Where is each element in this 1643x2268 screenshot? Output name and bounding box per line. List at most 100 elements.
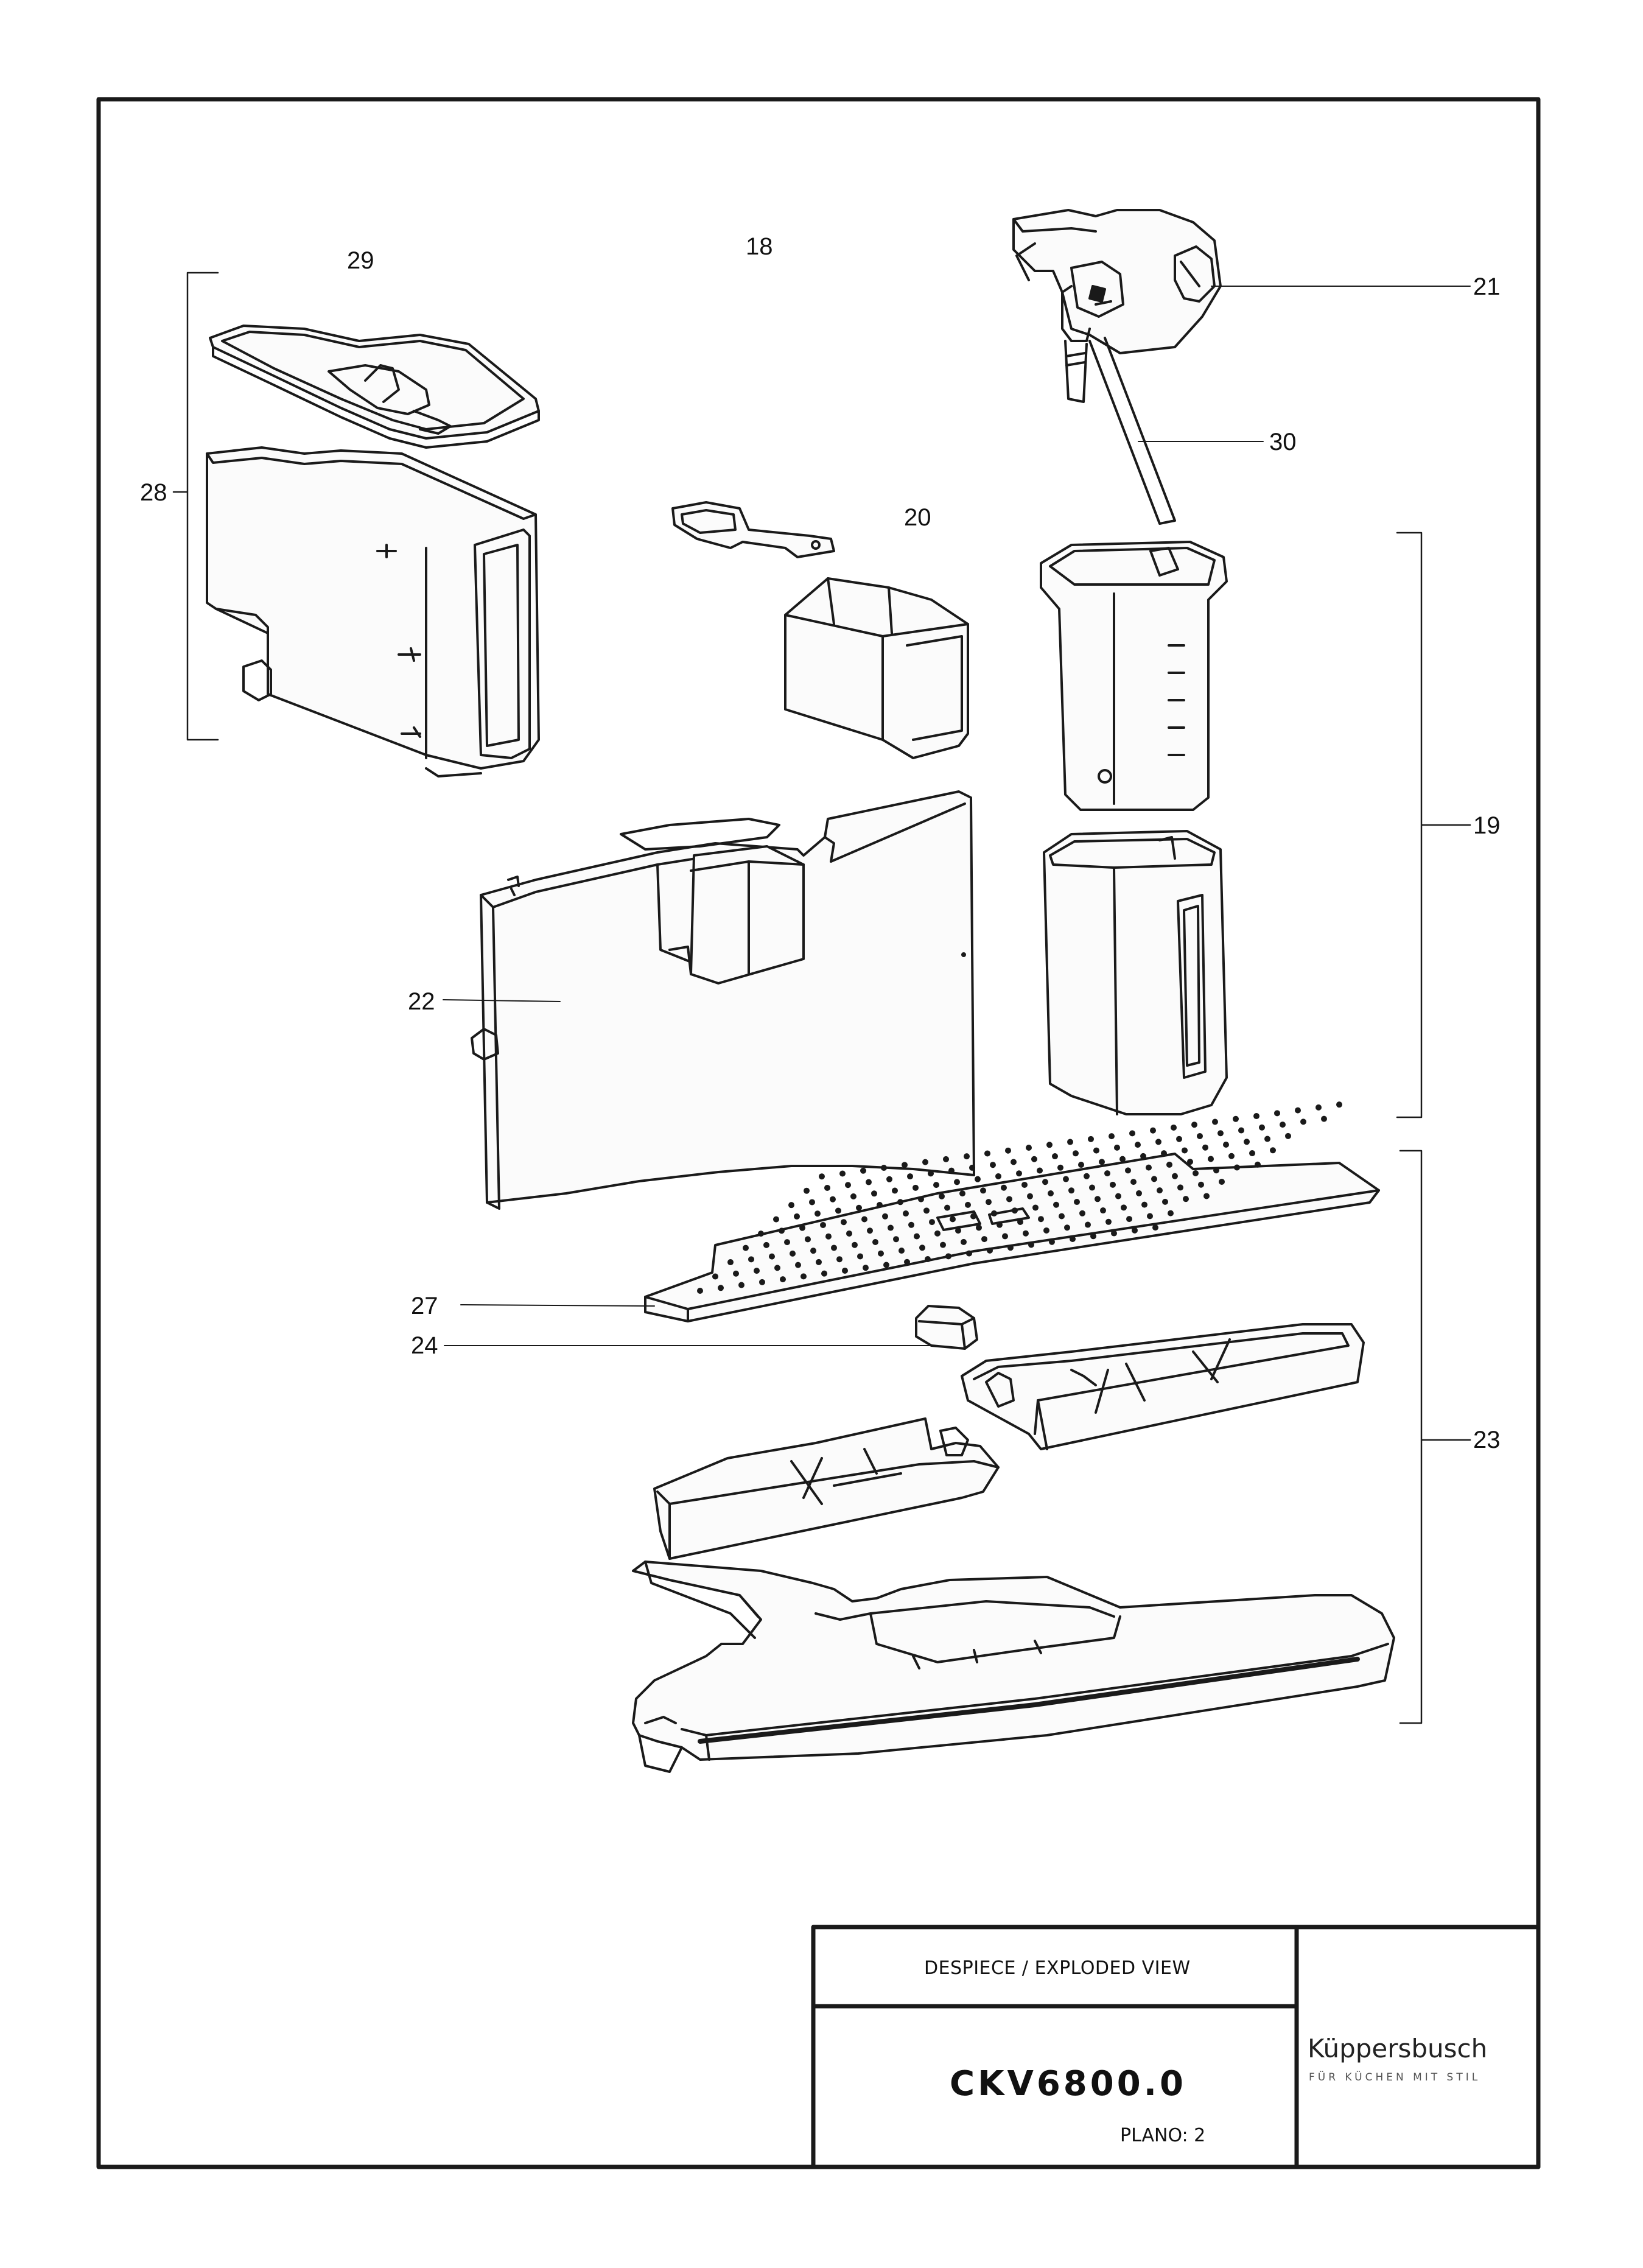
grid-hole (1234, 1164, 1240, 1171)
grid-hole (923, 1207, 930, 1214)
grid-hole (1336, 1101, 1342, 1108)
grid-hole (1219, 1178, 1225, 1185)
grid-hole (1208, 1156, 1214, 1162)
grid-hole (970, 1213, 976, 1220)
grid-hole (1027, 1193, 1033, 1199)
grid-hole (1270, 1147, 1276, 1154)
grid-hole (1046, 1142, 1053, 1148)
grid-hole (1203, 1193, 1210, 1199)
grid-hole (769, 1253, 775, 1260)
grid-hole (867, 1227, 873, 1234)
grid-hole (986, 1199, 992, 1206)
grid-hole (950, 1216, 956, 1223)
grid-hole (1088, 1136, 1094, 1142)
bracket-19 (1396, 532, 1471, 1118)
grid-hole (929, 1219, 935, 1226)
bracket-28 (172, 272, 219, 741)
grid-hole (1295, 1107, 1301, 1114)
grid-hole (1090, 1233, 1096, 1240)
grid-hole (1074, 1199, 1080, 1206)
grid-hole (804, 1187, 810, 1194)
bracket-23 (1399, 1150, 1471, 1724)
grid-hole (1259, 1124, 1265, 1131)
grid-hole (1079, 1210, 1085, 1217)
callout-18: 18 (746, 233, 773, 260)
grid-hole (820, 1221, 826, 1228)
grid-hole (830, 1196, 836, 1202)
grid-hole (886, 1176, 892, 1182)
grid-hole (1151, 1176, 1157, 1182)
leader-27 (460, 1304, 655, 1307)
grid-hole (842, 1267, 848, 1274)
grid-hole (1099, 1159, 1105, 1165)
grid-hole (1193, 1170, 1199, 1176)
grid-hole (878, 1250, 884, 1257)
grid-hole (903, 1210, 909, 1217)
grid-hole (1005, 1147, 1011, 1154)
grid-hole (1168, 1210, 1174, 1217)
part-28-water-tank (206, 446, 540, 778)
grid-hole (1161, 1150, 1167, 1157)
grid-hole (1191, 1122, 1197, 1128)
grid-hole (1032, 1204, 1039, 1211)
grid-hole (1095, 1196, 1101, 1202)
grid-hole (918, 1196, 924, 1202)
grid-hole (1136, 1190, 1142, 1196)
grid-hole (1011, 1159, 1017, 1165)
grid-hole (1093, 1147, 1099, 1154)
grid-hole (814, 1210, 821, 1217)
grid-hole (1233, 1115, 1239, 1122)
grid-hole (908, 1221, 914, 1228)
grid-hole (1162, 1198, 1168, 1205)
grid-hole (779, 1227, 785, 1234)
grid-hole (1140, 1153, 1146, 1159)
grid-hole (1177, 1184, 1183, 1191)
grid-hole (1315, 1104, 1322, 1111)
grid-hole (969, 1164, 975, 1171)
drip-grid-holes (697, 1101, 1342, 1294)
grid-hole (856, 1204, 862, 1211)
grid-hole (1150, 1127, 1156, 1134)
grid-hole (824, 1184, 830, 1191)
grid-hole (748, 1256, 754, 1263)
grid-hole (1057, 1164, 1063, 1171)
grid-hole (1228, 1153, 1235, 1159)
callout-29: 29 (347, 247, 374, 274)
grid-hole (754, 1268, 760, 1274)
grid-hole (1059, 1213, 1065, 1220)
grid-hole (788, 1202, 794, 1209)
grid-hole (914, 1233, 920, 1240)
grid-hole (1110, 1181, 1116, 1188)
grid-hole (738, 1282, 744, 1288)
grid-hole (975, 1176, 981, 1182)
grid-hole (961, 1238, 967, 1245)
grid-hole (981, 1236, 987, 1243)
grid-hole (1048, 1190, 1054, 1196)
grid-hole (1130, 1179, 1137, 1185)
grid-hole (1043, 1227, 1049, 1234)
grid-hole (1105, 1218, 1112, 1225)
grid-hole (727, 1259, 734, 1266)
grid-hole (1255, 1161, 1261, 1168)
grid-hole (1300, 1118, 1306, 1125)
brand-logo: Küppersbusch (1308, 2034, 1488, 2063)
grid-hole (1147, 1213, 1153, 1220)
grid-hole (1172, 1173, 1178, 1179)
grid-hole (1070, 1236, 1076, 1242)
grid-hole (1187, 1159, 1193, 1165)
grid-hole (943, 1156, 949, 1162)
grid-hole (1126, 1216, 1132, 1223)
grid-hole (816, 1259, 822, 1265)
part-19-milk-container (1040, 541, 1228, 1115)
callout-20: 20 (904, 504, 931, 531)
grid-hole (718, 1285, 724, 1291)
grid-hole (882, 1213, 888, 1220)
grid-hole (1182, 1147, 1188, 1154)
plano-number: PLANO: 2 (1120, 2125, 1206, 2146)
grid-hole (1244, 1139, 1250, 1145)
grid-hole (1280, 1122, 1286, 1128)
grid-hole (872, 1239, 878, 1245)
grid-hole (1052, 1153, 1058, 1160)
grid-hole (1031, 1156, 1037, 1162)
